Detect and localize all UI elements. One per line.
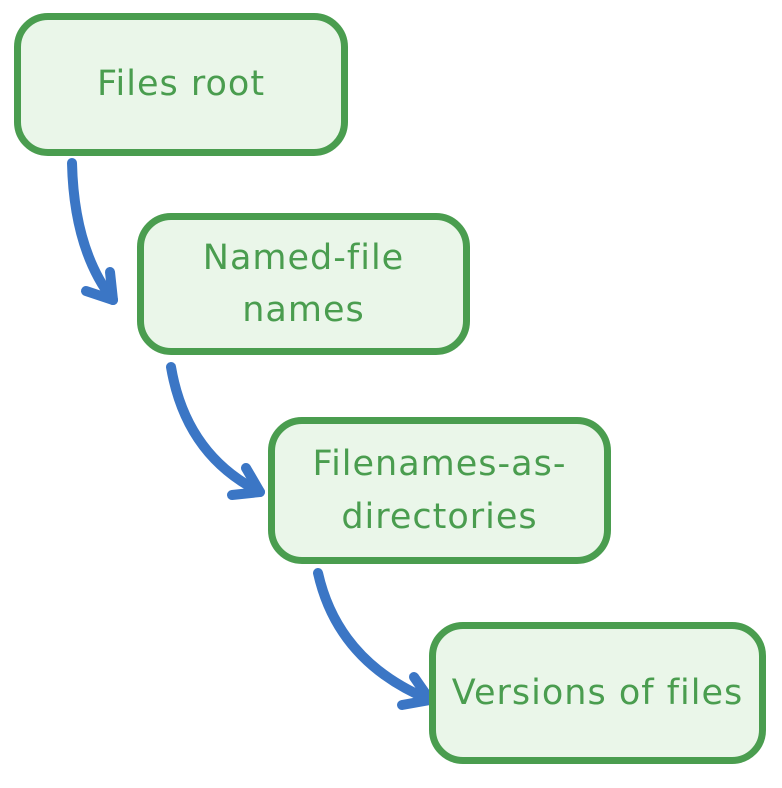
arrow-filenames-as-directories-to-versions-of-files (313, 568, 435, 710)
node-files-root: Files root (14, 13, 348, 156)
arrow-files-root-to-named-file-names (67, 158, 118, 305)
node-named-file-names-label: Named-file names (202, 237, 405, 331)
node-versions-of-files-label: Versions of files (451, 672, 744, 713)
node-filenames-as-directories-label: Filenames-as- directories (312, 444, 567, 537)
node-named-file-names: Named-file names (137, 213, 470, 355)
arrow-named-file-names-to-filenames-as-directories (166, 362, 265, 500)
node-filenames-as-directories: Filenames-as- directories (268, 417, 611, 564)
node-files-root-label: Files root (96, 64, 266, 105)
node-versions-of-files: Versions of files (429, 622, 766, 764)
